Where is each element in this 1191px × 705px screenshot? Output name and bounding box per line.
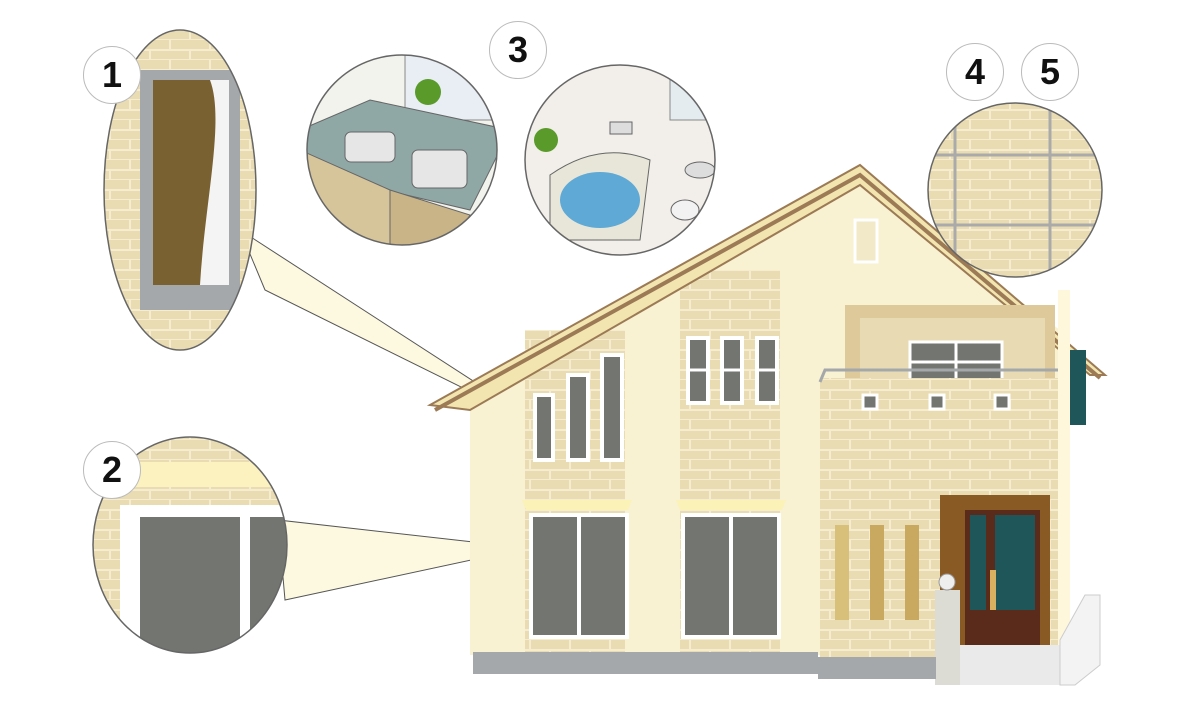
callout-number-4: 4 — [946, 43, 1004, 101]
detail-circle-3-kitchen — [307, 55, 497, 245]
detail-circle-3-bathroom — [525, 65, 715, 255]
detail-circle-4-5-wall — [928, 103, 1102, 277]
callout-number-3: 3 — [489, 21, 547, 79]
callout-number-1: 1 — [83, 46, 141, 104]
callout-number-2: 2 — [83, 441, 141, 499]
callout-number-5: 5 — [1021, 43, 1079, 101]
house — [426, 163, 1108, 686]
